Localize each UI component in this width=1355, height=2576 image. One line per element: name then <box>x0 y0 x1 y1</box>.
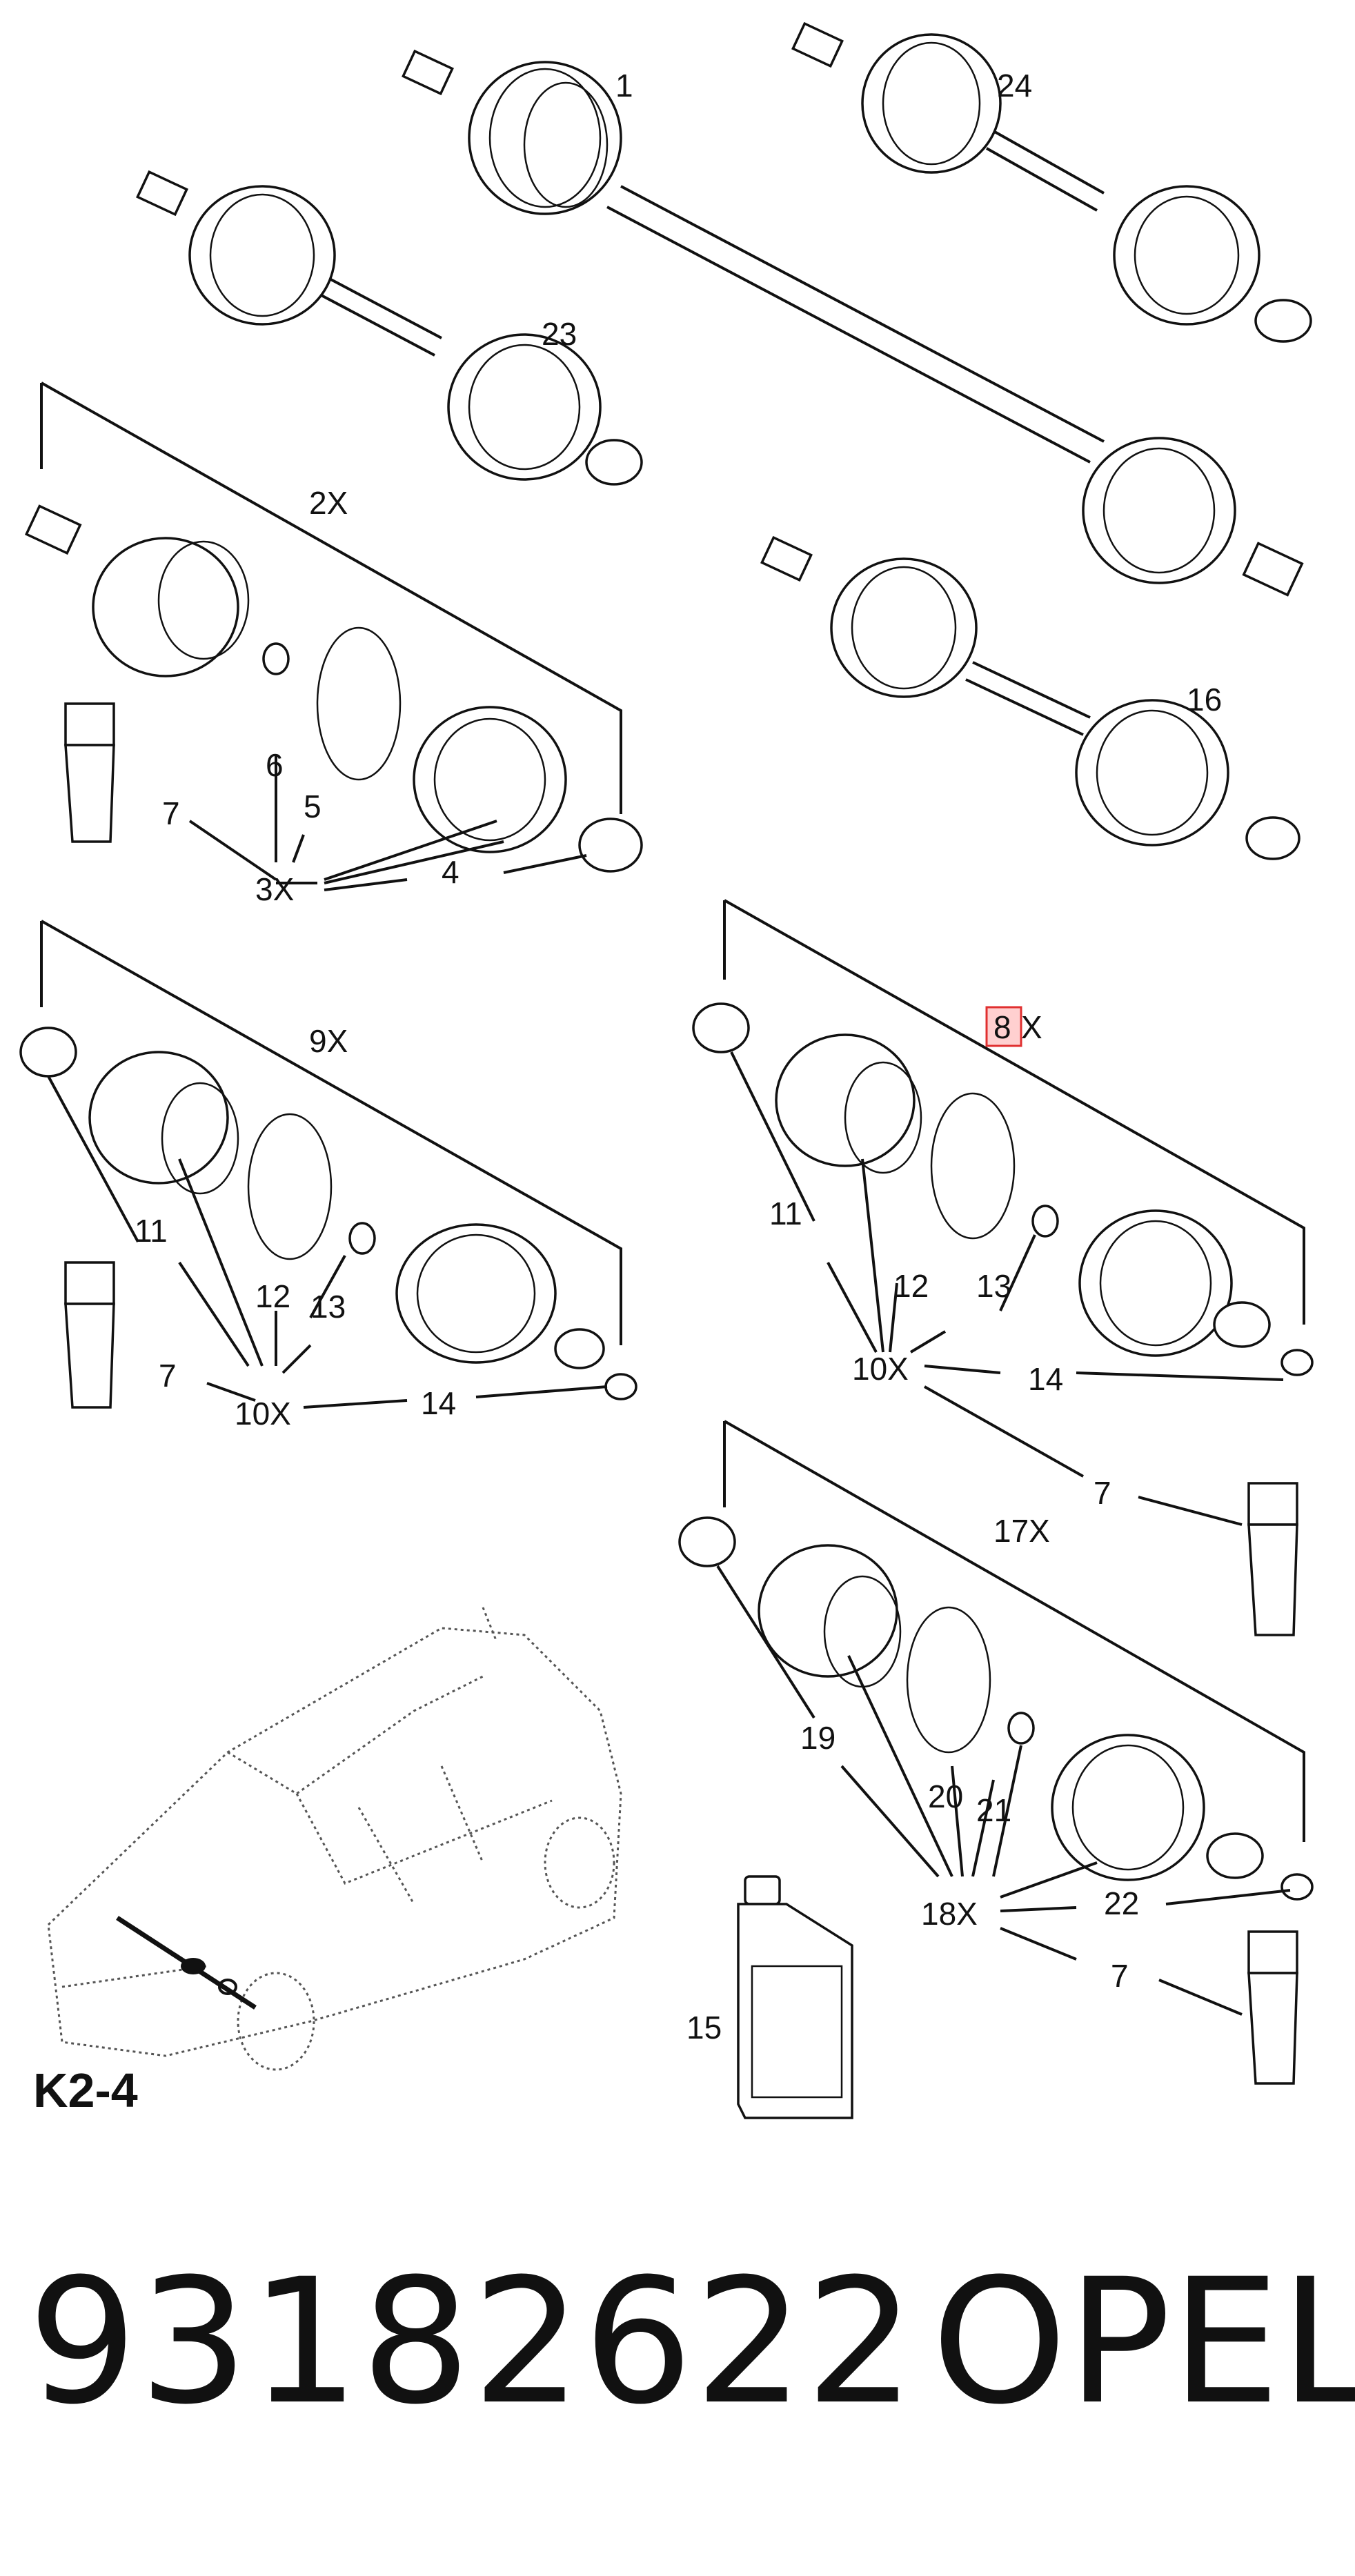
callout-labels: 1 24 23 2X 6 5 7 3X 4 16 9X 8 X 11 12 13… <box>135 68 1222 2045</box>
callout-6: 6 <box>266 747 284 783</box>
car-illustration <box>47 1607 622 2071</box>
callout-18x: 18X <box>921 1896 978 1932</box>
callout-7-kit2: 7 <box>162 795 180 831</box>
callout-16: 16 <box>1187 682 1222 717</box>
callout-17x: 17X <box>993 1513 1050 1549</box>
callout-5: 5 <box>304 789 322 824</box>
callout-12-kit8: 12 <box>893 1268 929 1304</box>
callout-12-kit9: 12 <box>255 1278 290 1314</box>
drive-shaft-16 <box>760 535 1300 860</box>
callout-7-kit17: 7 <box>1111 1958 1129 1994</box>
drive-shaft-1 <box>402 49 1304 597</box>
callout-9x: 9X <box>309 1023 348 1059</box>
callout-15: 15 <box>686 2010 722 2045</box>
oil-bottle <box>737 1875 853 2119</box>
callout-8x-suffix: X <box>1021 1009 1042 1045</box>
callout-11-kit8: 11 <box>769 1196 802 1231</box>
callout-2x: 2X <box>309 485 348 521</box>
drive-shaft-24 <box>791 21 1312 343</box>
callout-11-kit9: 11 <box>135 1213 168 1249</box>
kit-2x-group <box>24 382 643 891</box>
callout-7-kit8: 7 <box>1094 1475 1111 1511</box>
callout-10x-kit8: 10X <box>852 1351 909 1387</box>
callout-13-kit8: 13 <box>976 1268 1011 1304</box>
kit-17x-group <box>678 1420 1314 2085</box>
callout-3x: 3X <box>255 871 294 907</box>
callout-21: 21 <box>976 1792 1011 1828</box>
callout-7-kit9: 7 <box>159 1358 177 1394</box>
kit-8x-group <box>692 899 1314 1636</box>
callout-14-kit8: 14 <box>1028 1361 1063 1397</box>
brand-name: OPEL <box>931 2241 1355 2442</box>
callout-8-highlight <box>985 1006 1022 1047</box>
kit-9x-group <box>19 920 637 1409</box>
part-number: 93182622 <box>28 2241 917 2442</box>
callout-4: 4 <box>442 854 459 890</box>
drive-shaft-23 <box>136 170 643 486</box>
callout-24: 24 <box>997 68 1032 103</box>
callout-20: 20 <box>928 1779 963 1814</box>
callout-14-kit9: 14 <box>421 1385 456 1421</box>
callout-22: 22 <box>1104 1885 1139 1921</box>
callout-23: 23 <box>542 316 577 352</box>
callout-10x-kit9: 10X <box>235 1396 291 1431</box>
diagram-reference-code: K2-4 <box>33 2063 138 2117</box>
callout-13-kit9: 13 <box>310 1289 346 1325</box>
callout-8: 8 <box>993 1009 1011 1045</box>
callout-19: 19 <box>800 1720 835 1756</box>
car-drive-shaft-highlight <box>116 1916 257 2010</box>
callout-1: 1 <box>615 68 633 103</box>
